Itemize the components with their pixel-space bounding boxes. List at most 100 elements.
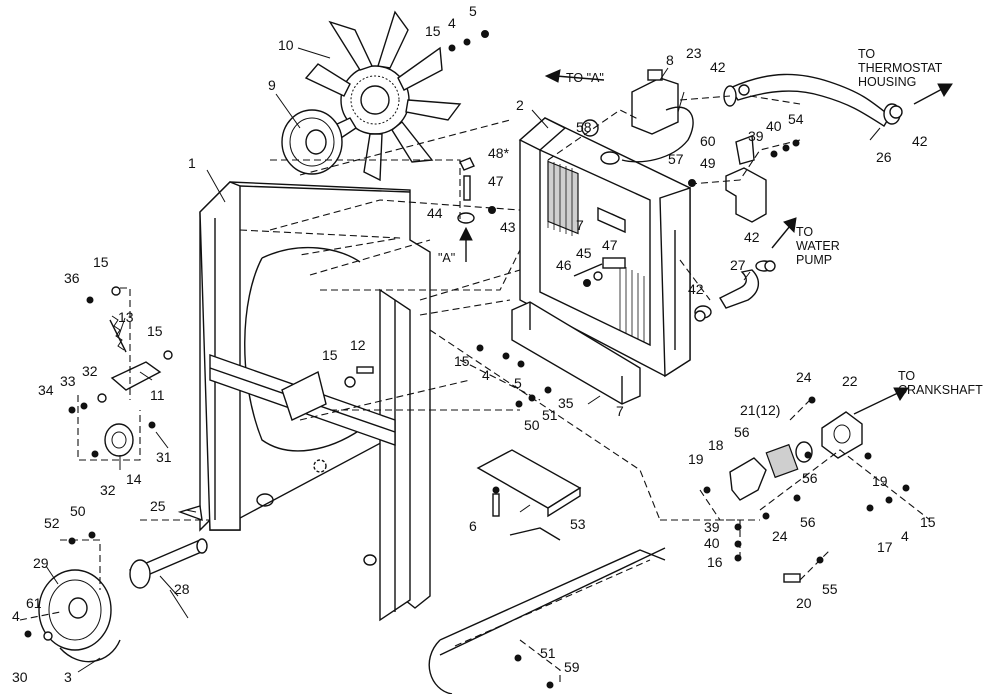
direction-notes: TO "A" "A" TO THERMOSTAT HOUSING TO WATE…	[438, 47, 983, 397]
callout-2: 2	[516, 97, 524, 113]
callout-51: 51	[542, 407, 558, 423]
callout-36: 36	[64, 270, 80, 286]
callout-6: 6	[469, 518, 477, 534]
callout-7: 7	[576, 217, 584, 233]
note-thermostat-line2: THERMOSTAT	[858, 61, 943, 75]
callout-15: 15	[920, 514, 936, 530]
callout-10: 10	[278, 37, 294, 53]
callout-31: 31	[156, 449, 172, 465]
callout-56: 56	[800, 514, 816, 530]
note-water-line2: WATER	[796, 239, 840, 253]
callout-8: 8	[666, 52, 674, 68]
callout-46: 46	[556, 257, 572, 273]
callout-25: 25	[150, 498, 166, 514]
callout-15: 15	[425, 23, 441, 39]
callout-24: 24	[772, 528, 788, 544]
shroud-frame	[199, 181, 431, 622]
callout-61: 61	[26, 595, 42, 611]
callout-33: 33	[60, 373, 76, 389]
crank-pulley	[38, 569, 121, 663]
callout-39: 39	[704, 519, 720, 535]
note-crank-line2: CRANKSHAFT	[898, 383, 983, 397]
hardware	[24, 30, 910, 689]
note-a-ref: "A"	[438, 251, 455, 265]
callout-22: 22	[842, 373, 858, 389]
callout-27: 27	[730, 257, 746, 273]
callout-59: 59	[564, 659, 580, 675]
callout-3: 3	[64, 669, 72, 685]
engine-skid	[428, 527, 666, 694]
callout-40: 40	[766, 118, 782, 134]
callout-40: 40	[704, 535, 720, 551]
callout-18: 18	[708, 437, 724, 453]
callout-58: 58	[576, 119, 592, 135]
callout-53: 53	[570, 516, 586, 532]
drive-shaft	[128, 538, 208, 589]
assembly-lines	[19, 95, 931, 686]
callout-12: 12	[350, 337, 366, 353]
callout-32: 32	[100, 482, 116, 498]
callout-47: 47	[602, 237, 618, 253]
note-thermostat-line1: TO	[858, 47, 875, 61]
callout-15: 15	[454, 353, 470, 369]
callout-35: 35	[558, 395, 574, 411]
callout-56: 56	[802, 470, 818, 486]
callout-19: 19	[688, 451, 704, 467]
callout-17: 17	[877, 539, 893, 555]
direction-arrows	[459, 69, 953, 415]
callout-42: 42	[744, 229, 760, 245]
callout-42: 42	[912, 133, 928, 149]
callout-13: 13	[118, 309, 134, 325]
callout-42: 42	[710, 59, 726, 75]
callout-4: 4	[482, 367, 490, 383]
callout-29: 29	[33, 555, 49, 571]
callout-55: 55	[822, 581, 838, 597]
callout-47: 47	[488, 173, 504, 189]
seal-strips	[511, 301, 641, 405]
callout-32: 32	[82, 363, 98, 379]
callout-14: 14	[126, 471, 142, 487]
callout-4: 4	[901, 528, 909, 544]
callout-39: 39	[748, 128, 764, 144]
callout-49: 49	[700, 155, 716, 171]
callout-7: 7	[616, 403, 624, 419]
callout-5: 5	[514, 375, 522, 391]
callout-4: 4	[12, 608, 20, 624]
callout-43: 43	[500, 219, 516, 235]
leader-lines	[45, 47, 881, 673]
tensioner	[104, 315, 162, 457]
callout-16: 16	[707, 554, 723, 570]
callout-50: 50	[70, 503, 86, 519]
callout-5: 5	[469, 3, 477, 19]
overflow-bottle	[621, 69, 694, 163]
callout-1: 1	[188, 155, 196, 171]
callout-56: 56	[734, 424, 750, 440]
callout-24: 24	[796, 369, 812, 385]
note-crank-line1: TO	[898, 369, 915, 383]
callout-26: 26	[876, 149, 892, 165]
callout-34: 34	[38, 382, 54, 398]
callout-42: 42	[688, 281, 704, 297]
callout-15: 15	[147, 323, 163, 339]
callout-23: 23	[686, 45, 702, 61]
callout-60: 60	[700, 133, 716, 149]
callout-21: 21(12)	[740, 402, 780, 418]
callout-15: 15	[322, 347, 338, 363]
callout-11: 11	[150, 387, 165, 403]
callout-52: 52	[44, 515, 60, 531]
callout-4: 4	[448, 15, 456, 31]
note-to-a: TO "A"	[566, 71, 604, 85]
bracket	[725, 135, 767, 223]
callout-19: 19	[872, 473, 888, 489]
idler-assembly	[729, 411, 863, 501]
callout-labels: 1 2 3 4 4 4 4 5 5 6 7 7 8 9 10 11 12 13 …	[12, 3, 936, 685]
callout-48: 48*	[488, 145, 510, 161]
note-thermostat-line3: HOUSING	[858, 75, 916, 89]
fan-pulley	[281, 109, 343, 175]
callout-57: 57	[668, 151, 684, 167]
callout-30: 30	[12, 669, 28, 685]
callout-9: 9	[268, 77, 276, 93]
callout-54: 54	[788, 111, 804, 127]
callout-51: 51	[540, 645, 556, 661]
